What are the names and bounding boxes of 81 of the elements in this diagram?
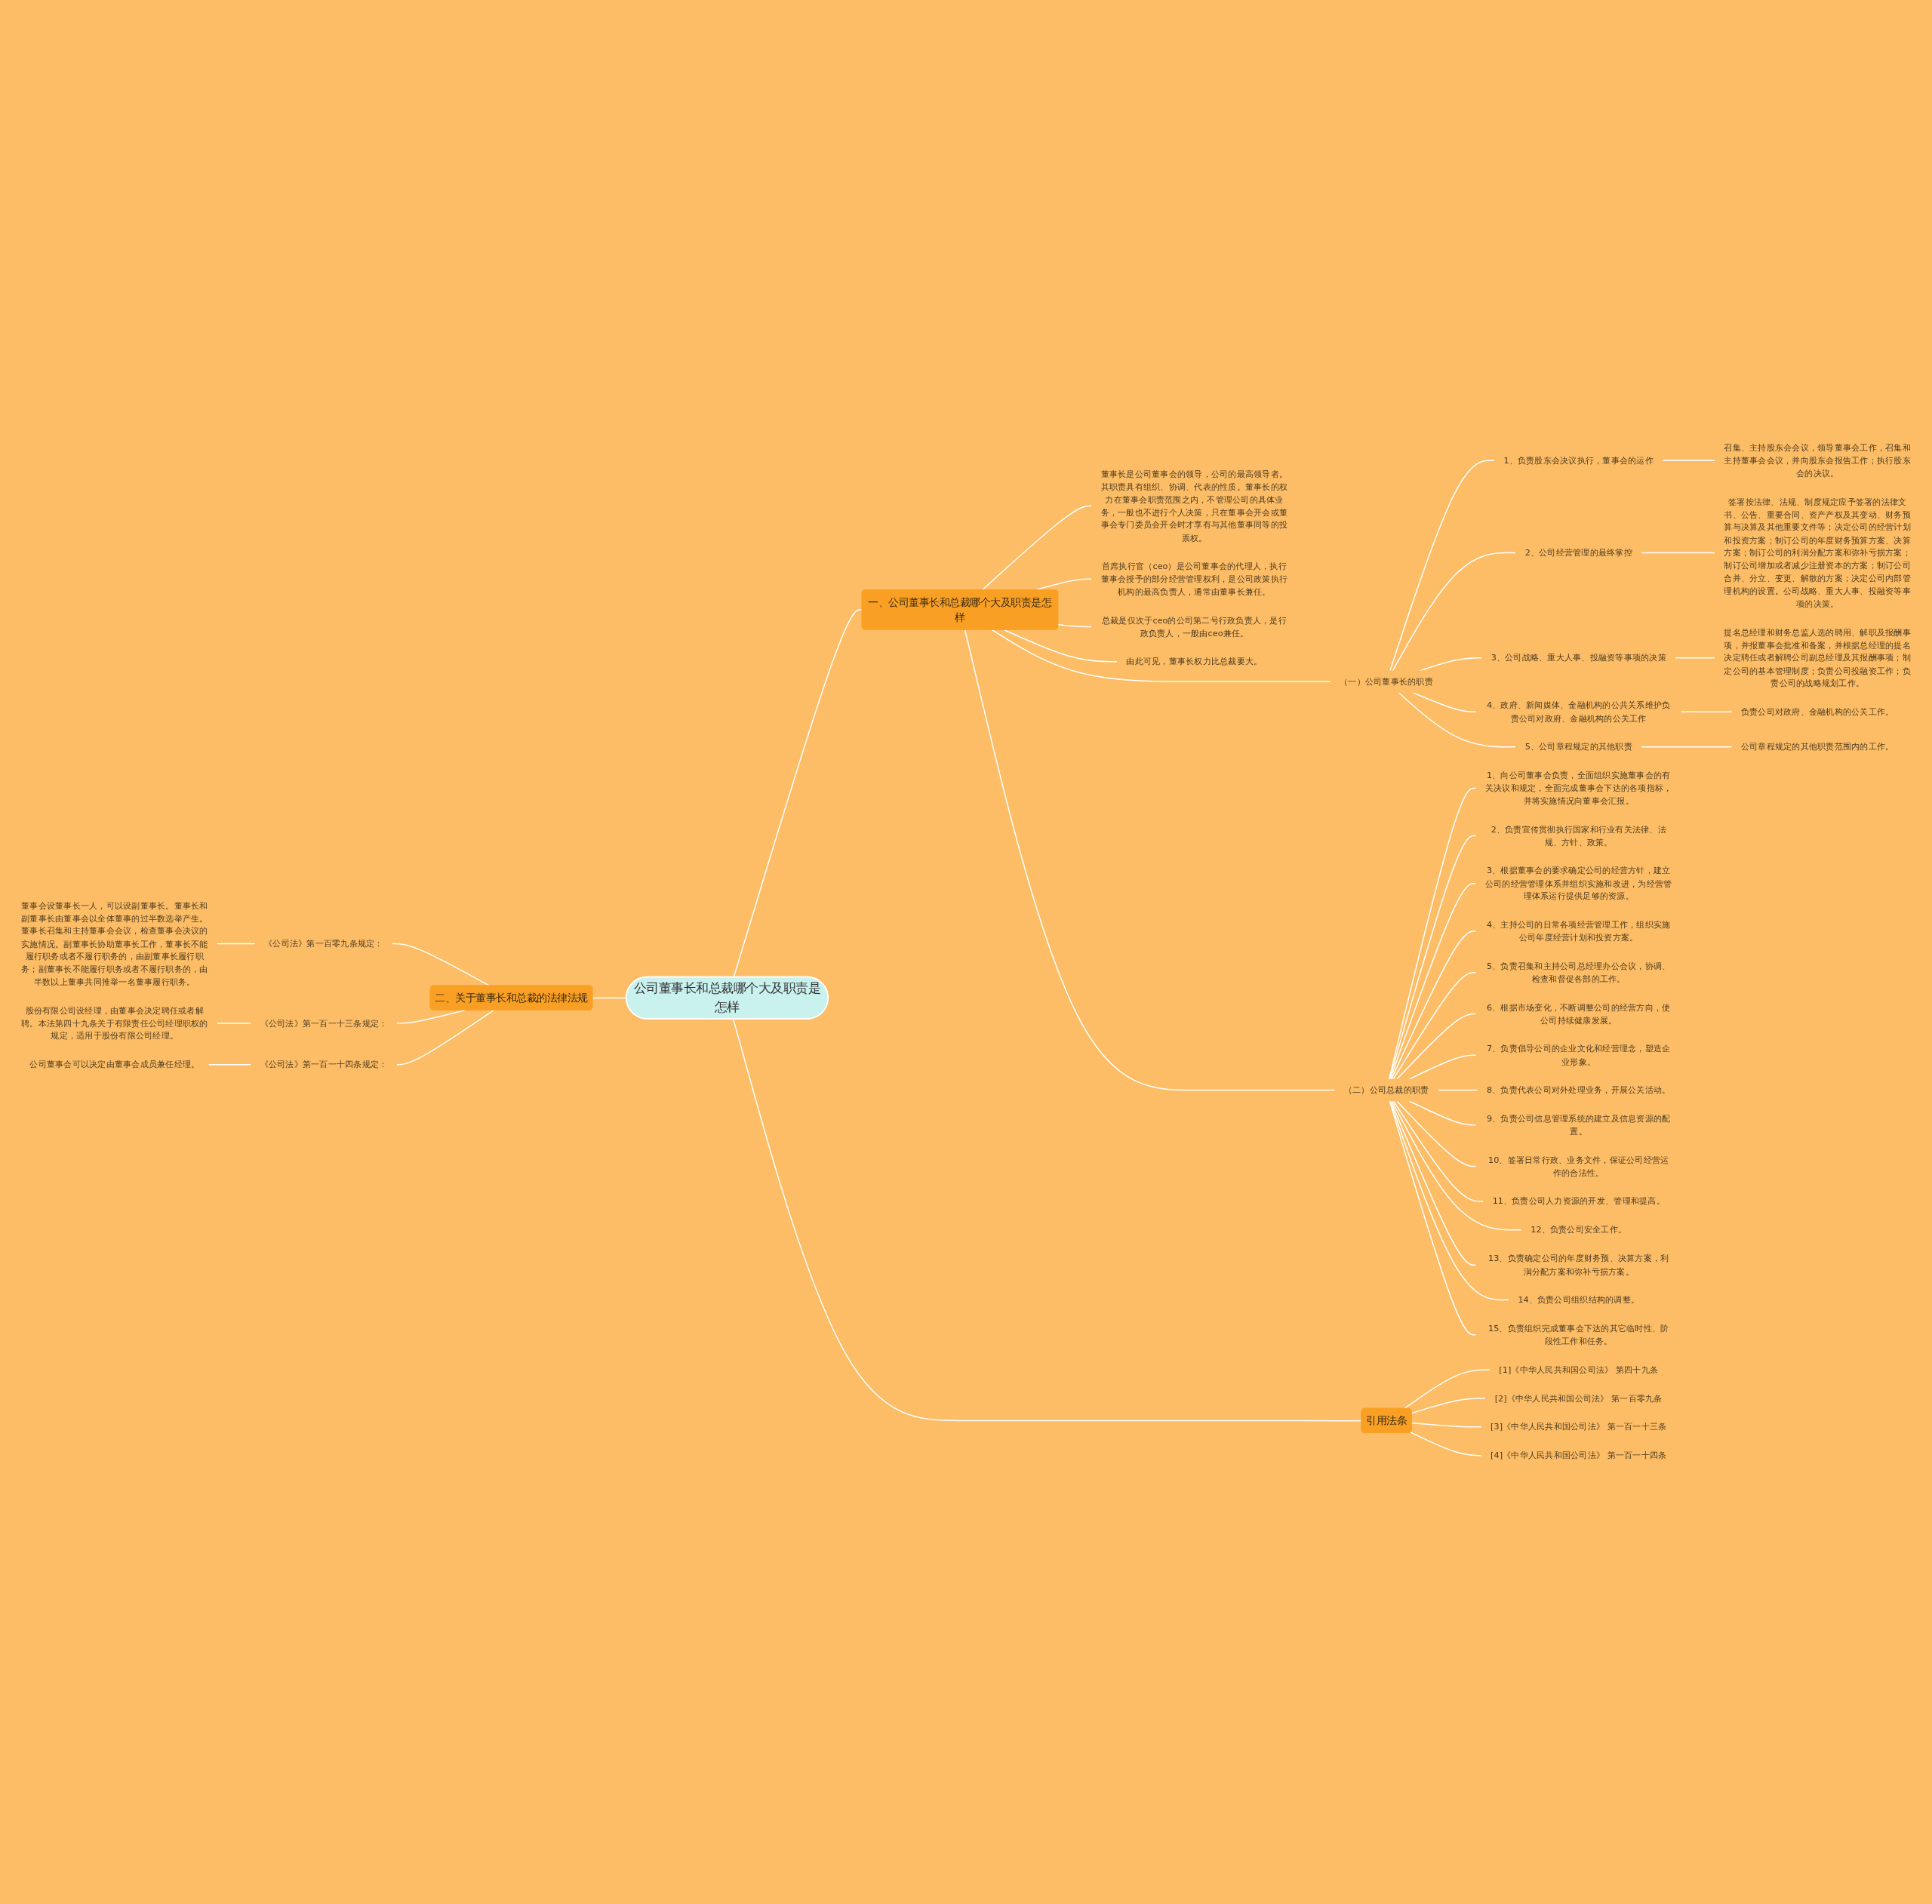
connector bbox=[1388, 788, 1477, 1081]
connector bbox=[1390, 1100, 1477, 1266]
connector bbox=[1398, 692, 1517, 748]
node-text: 《公司法》第一百零九条规定： bbox=[264, 939, 383, 949]
connector bbox=[1403, 1369, 1491, 1410]
node-text: [2]《中华人民共和国公司法》 第一百零九条 bbox=[1494, 1393, 1663, 1404]
connector bbox=[208, 1064, 252, 1066]
node-text: 3、公司战略、重大人事、投融资等事项的决策 bbox=[1491, 653, 1666, 663]
connector bbox=[1392, 972, 1477, 1081]
connector bbox=[1396, 1014, 1477, 1081]
node-text: 4、主持公司的日常各项经营管理工作，组织实施公司年度经营计划和投资方案。 bbox=[1487, 920, 1671, 943]
connector bbox=[391, 943, 491, 987]
connector bbox=[1437, 1090, 1478, 1091]
connector bbox=[1389, 883, 1477, 1081]
connector bbox=[1390, 930, 1477, 1081]
connector bbox=[1680, 712, 1733, 713]
connector bbox=[1411, 1423, 1482, 1428]
node-text: 15、负责组织完成董事会下达的其它临时性、阶段性工作和任务。 bbox=[1488, 1323, 1669, 1347]
connector bbox=[216, 943, 256, 945]
connector bbox=[1396, 1100, 1477, 1167]
node-text: 5、公司章程规定的其他职责 bbox=[1524, 742, 1632, 752]
node-text: 由此可见，董事长权力比总裁要大。 bbox=[1126, 657, 1263, 667]
node-text: 董事长是公司董事会的领导，公司的最高领导者。其职责具有组织、协调、代表的性质。董事长的权力在董事会职责范围之内，不管理公司的具体业务，一般也不进行个人决策，只在董事会开会或董事会专门委员会开会时才享有与其他董事同等的投票权。 bbox=[1100, 469, 1288, 543]
connector bbox=[1389, 1100, 1477, 1336]
connector bbox=[1641, 746, 1733, 748]
connector bbox=[1392, 1100, 1484, 1203]
node-text: （一）公司董事长的职责 bbox=[1340, 676, 1433, 687]
connector bbox=[1408, 1100, 1477, 1127]
node-text: 13、负责确定公司的年度财务预、决算方案，利润分配方案和弥补亏损方案。 bbox=[1488, 1253, 1669, 1277]
node-text: 12、负责公司安全工作。 bbox=[1531, 1225, 1627, 1235]
node-text: 4、政府、新闻媒体、金融机构的公共关系维护负责公司对政府、金融机构的公关工作 bbox=[1487, 700, 1671, 724]
node-text: 9、负责公司信息管理系统的建立及信息资源的配置。 bbox=[1487, 1113, 1671, 1137]
node-text: 5、负责召集和主持公司总经理办公会议，协调、检查和督促各部的工作。 bbox=[1487, 961, 1671, 985]
node-text: 11、负责公司人力资源的开发、管理和提高。 bbox=[1492, 1196, 1665, 1207]
connector bbox=[1641, 552, 1716, 554]
connector bbox=[964, 629, 1336, 1091]
connector bbox=[395, 1010, 495, 1066]
node-text: 2、公司经营管理的最终掌控 bbox=[1524, 548, 1632, 558]
node-text: 股份有限公司设经理，由董事会决定聘任或者解聘。本法第四十九条关于有限责任公司经理职权的规定，适用于股份有限公司经理。 bbox=[21, 1005, 208, 1041]
connector bbox=[1389, 1100, 1510, 1301]
connector bbox=[1389, 460, 1496, 672]
node-text: 1、向公司董事会负责，全面组织实施董事会的有关决议和规定，全面完成董事会下达的各项指标，并将实施情况向董事会汇报。 bbox=[1484, 771, 1672, 807]
node-text: 总裁是仅次于ceo的公司第二号行政负责人，是行政负责人，一般由ceo兼任。 bbox=[1101, 615, 1287, 638]
connector bbox=[1003, 629, 1118, 663]
connector bbox=[991, 629, 1331, 683]
node-text: [3]《中华人民共和国公司法》 第一百一十三条 bbox=[1491, 1422, 1667, 1432]
node-text: 1、负责股东会决议执行，董事会的运作 bbox=[1503, 455, 1654, 466]
node-text: 公司董事会可以决定由董事会成员兼任经理。 bbox=[29, 1060, 200, 1070]
connector bbox=[1675, 657, 1716, 659]
node-text: 7、负责倡导公司的企业文化和经营理念，塑造企业形象。 bbox=[1487, 1044, 1671, 1067]
node-text: 3、根据董事会的要求确定公司的经营方针，建立公司的经营管理体系并组织实施和改进，为经营管理体系运行提供足够的资源。 bbox=[1484, 866, 1672, 902]
connector bbox=[216, 1023, 252, 1025]
node-text: 《公司法》第一百一十三条规定： bbox=[260, 1018, 388, 1029]
node-text: 召集、主持股东会会议，领导董事会工作，召集和主持董事会会议，并向股东会报告工作；执行股东会的决议。 bbox=[1724, 442, 1911, 479]
connector bbox=[1411, 1398, 1487, 1414]
connector bbox=[733, 609, 863, 978]
node-text: 提名总经理和财务总监人选的聘用、解职及报酬事项，并报董事会批准和备案，并根据总经理的提名决定聘任或者解聘公司副总经理及其报酬事项；制定公司的基本管理制度；负责公司投融资工作；负责公司的战略规划工作。 bbox=[1724, 627, 1911, 689]
connector bbox=[1662, 460, 1716, 462]
connector bbox=[732, 1019, 1363, 1422]
connector bbox=[1391, 1100, 1523, 1231]
connector bbox=[1410, 1432, 1482, 1456]
node-text: 董事会设董事长一人，可以设副董事长。董事长和副董事长由董事会以全体董事的过半数选举产生。董事长召集和主持董事会会议，检查董事会决议的实施情况。副董事长协助董事长工作，董事长不能履行职务或者不履行职务的，由副董事长履行职务；副董事长不能履行职务或者不履行职务的，由半数以上董事共同推举一名董事履行职务。 bbox=[21, 900, 208, 988]
connector bbox=[1408, 1054, 1477, 1081]
node-text: 2、负责宣传贯彻执行国家和行业有关法律、法规、方针、政策。 bbox=[1491, 824, 1666, 848]
node-text: 签署按法律、法规、制度规定应予签署的法律文书、公告、重要合同、资产产权及其变动、财务预算与决算及其他重要文件等；决定公司的经营计划和投资方案；制订公司的年度财务预算方案、决算方案；制订公司的利润分配方案和弥补亏损方案；制订公司增加或者减少注册资本的方案；制订公司合并、分立、变更、解散的方案；决定公司内部管理机构的设置。公司战略、重大人事、投融资等事项的决策。 bbox=[1724, 497, 1911, 610]
node-text: [4]《中华人民共和国公司法》 第一百一十四条 bbox=[1491, 1450, 1667, 1461]
connector bbox=[981, 506, 1093, 592]
node-text: 14、负责公司组织结构的调整。 bbox=[1518, 1294, 1640, 1306]
connector bbox=[395, 1010, 466, 1025]
node-text: [1]《中华人民共和国公司法》 第四十九条 bbox=[1499, 1364, 1659, 1376]
connector bbox=[1389, 835, 1477, 1081]
node-text: 首席执行官（ceo）是公司董事会的代理人，执行董事会授予的部分经营管理权利，是公司政策执行机构的最高负责人，通常由董事长兼任。 bbox=[1100, 561, 1288, 598]
node-text: 8、负责代表公司对外处理业务，开展公关活动。 bbox=[1487, 1085, 1671, 1096]
node-text: 公司章程规定的其他职责范围内的工作。 bbox=[1740, 742, 1894, 752]
node-text: 6、根据市场变化，不断调整公司的经营方向，使公司持续健康发展。 bbox=[1487, 1002, 1671, 1026]
node-text: 《公司法》第一百一十四条规定： bbox=[260, 1060, 388, 1070]
node-text: 10、签署日常行政、业务文件，保证公司经营运作的合法性。 bbox=[1488, 1155, 1669, 1179]
connector bbox=[1057, 624, 1093, 628]
connector bbox=[1419, 657, 1483, 672]
node-text: 负责公司对政府、金融机构的公关工作。 bbox=[1740, 706, 1894, 718]
connector bbox=[1392, 552, 1517, 672]
